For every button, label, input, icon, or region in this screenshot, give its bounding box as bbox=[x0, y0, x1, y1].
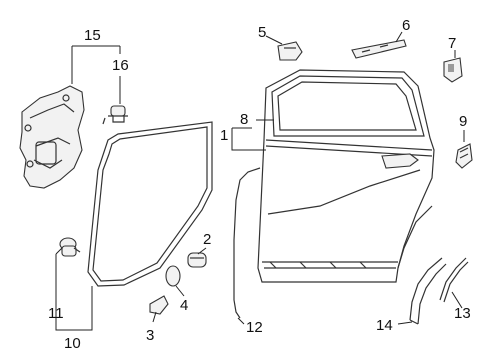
rear-door-shell bbox=[257, 69, 435, 283]
clip-part-16 bbox=[102, 105, 128, 125]
callout-10: 10 bbox=[64, 335, 81, 352]
bracket-part-7 bbox=[443, 57, 463, 83]
vent-part-9 bbox=[455, 143, 473, 169]
wheel-arch-molding-14 bbox=[409, 257, 447, 325]
door-module-panel bbox=[19, 85, 85, 189]
callout-3: 3 bbox=[146, 327, 154, 344]
plug-part-2 bbox=[187, 252, 207, 268]
callout-12: 12 bbox=[246, 319, 263, 336]
harness-part-12 bbox=[233, 167, 261, 319]
garnish-part-6 bbox=[351, 39, 407, 59]
door-weatherstrip bbox=[87, 121, 213, 287]
callout-9: 9 bbox=[459, 113, 467, 130]
callout-5: 5 bbox=[258, 24, 266, 41]
leader-lines bbox=[55, 31, 465, 331]
grommet-part-4 bbox=[165, 265, 181, 287]
clip-part-5 bbox=[277, 41, 303, 61]
wheel-arch-molding-13 bbox=[439, 257, 469, 303]
callout-labels: 15 16 5 6 7 8 1 9 2 4 3 12 11 10 13 14 bbox=[48, 17, 471, 352]
callout-1: 1 bbox=[220, 127, 228, 144]
callout-2: 2 bbox=[203, 231, 211, 248]
clip-part-11 bbox=[59, 237, 81, 257]
callout-7: 7 bbox=[448, 35, 456, 52]
callout-15: 15 bbox=[84, 27, 101, 44]
callout-8: 8 bbox=[240, 111, 248, 128]
callout-4: 4 bbox=[180, 297, 188, 314]
callout-11: 11 bbox=[48, 305, 64, 322]
callout-16: 16 bbox=[112, 57, 129, 74]
callout-14: 14 bbox=[376, 317, 393, 334]
callout-13: 13 bbox=[454, 305, 471, 322]
bracket-part-3 bbox=[149, 295, 169, 315]
callout-6: 6 bbox=[402, 17, 410, 34]
